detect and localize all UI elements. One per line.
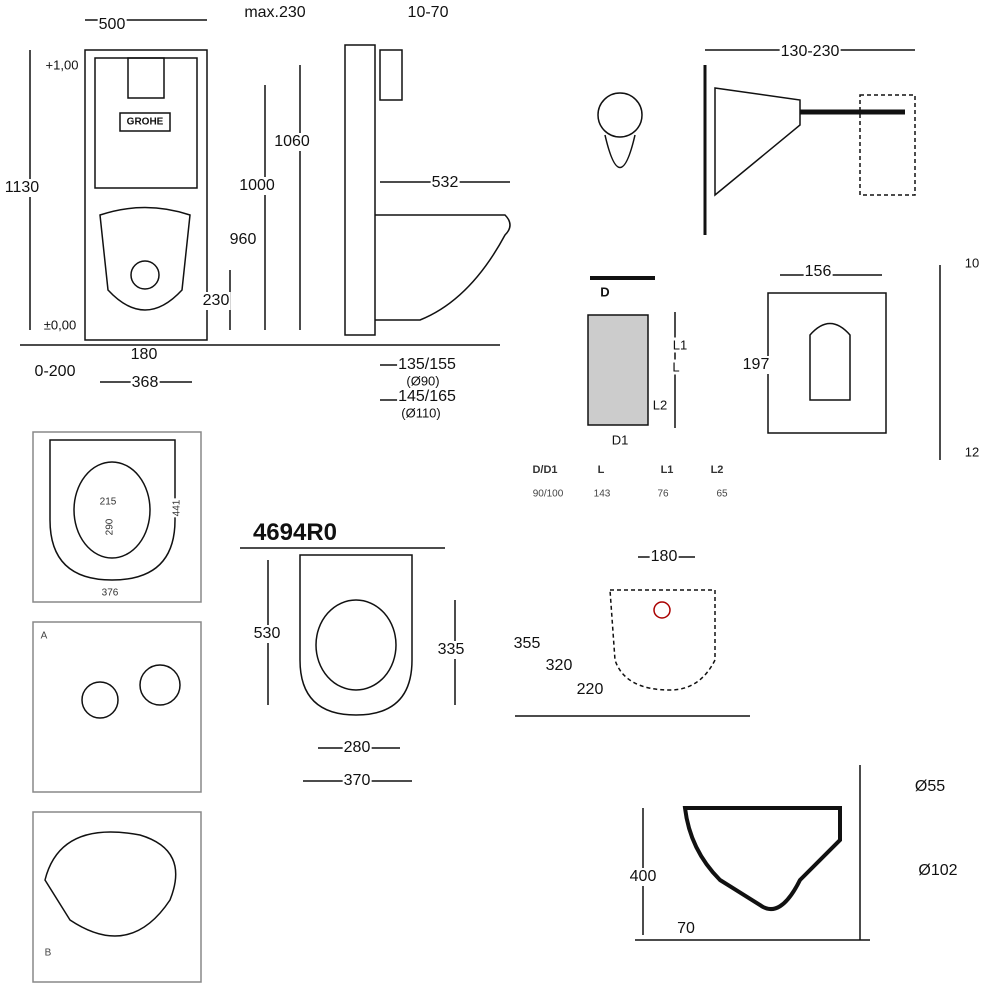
dim-280: 280	[342, 739, 372, 757]
bowl-side-view	[635, 765, 870, 941]
dim-368: 368	[130, 374, 160, 392]
dim-320: 320	[544, 657, 574, 675]
table-header: L	[597, 464, 605, 476]
table-cell: 76	[657, 488, 669, 500]
dim-335: 335	[436, 641, 466, 659]
dim-12: 12	[963, 444, 981, 460]
frame-side-view	[344, 44, 511, 401]
table-header: L2	[710, 464, 724, 476]
dim-530: 530	[252, 625, 282, 643]
label-L: L	[671, 359, 681, 375]
dim-370: 370	[342, 772, 372, 790]
table-cell: 65	[716, 488, 728, 500]
model-number: 4694R0	[251, 519, 339, 547]
dim-10-70: 10-70	[406, 4, 450, 22]
panel-label-a: A	[40, 630, 48, 642]
dim-220: 220	[575, 681, 605, 699]
frame-front-view	[20, 19, 500, 383]
dim-10: 10	[963, 255, 981, 271]
seat-dim-441: 441	[171, 498, 183, 518]
table-cell: 90/100	[532, 488, 564, 500]
dim-drain-90: 135/155	[397, 356, 457, 374]
dim-1000: 1000	[238, 177, 276, 195]
dim-drain-110-d: (Ø110)	[400, 405, 442, 421]
table-header: L1	[660, 464, 674, 476]
logo-grohe: GROHE	[125, 116, 165, 128]
flush-plate-drawing	[767, 265, 941, 460]
dim-197: 197	[741, 356, 771, 374]
dim-drain-110: 145/165	[397, 388, 457, 406]
dim-d55: Ø55	[913, 778, 947, 796]
dim-130-230: 130-230	[779, 43, 841, 61]
dim-drain-90-d: (Ø90)	[405, 373, 441, 389]
dim-230: 230	[201, 292, 231, 310]
dim-d102: Ø102	[917, 862, 959, 880]
seat-panel	[32, 431, 202, 983]
label-D: D	[599, 284, 611, 300]
dim-156: 156	[803, 263, 833, 281]
level-zero: ±0,00	[42, 317, 78, 333]
dim-355: 355	[512, 635, 542, 653]
dim-180: 180	[129, 346, 159, 364]
seat-dim-290: 290	[104, 517, 116, 537]
dim-0-200: 0-200	[33, 363, 77, 381]
label-D1: D1	[610, 432, 630, 448]
level-plus-1: +1,00	[44, 57, 80, 73]
dim-960: 960	[228, 231, 258, 249]
label-L2: L2	[651, 397, 669, 413]
bowl-holes-view	[515, 556, 750, 717]
dim-400: 400	[628, 868, 658, 886]
seat-dim-215: 215	[98, 496, 118, 508]
pipe-drawing	[587, 276, 676, 428]
table-header: D/D1	[532, 464, 558, 476]
dim-1130: 1130	[3, 179, 41, 197]
label-L1: L1	[671, 337, 689, 353]
bolt-drawing	[597, 49, 916, 235]
dim-532: 532	[430, 174, 460, 192]
seat-dim-376: 376	[100, 587, 120, 599]
dim-max-230: max.230	[243, 4, 307, 22]
dim-70: 70	[676, 920, 696, 938]
dim-width-500: 500	[97, 16, 127, 34]
dim-hole-180: 180	[649, 548, 679, 566]
panel-label-b: B	[44, 947, 52, 959]
dim-1060: 1060	[273, 133, 311, 151]
table-cell: 143	[593, 488, 611, 500]
